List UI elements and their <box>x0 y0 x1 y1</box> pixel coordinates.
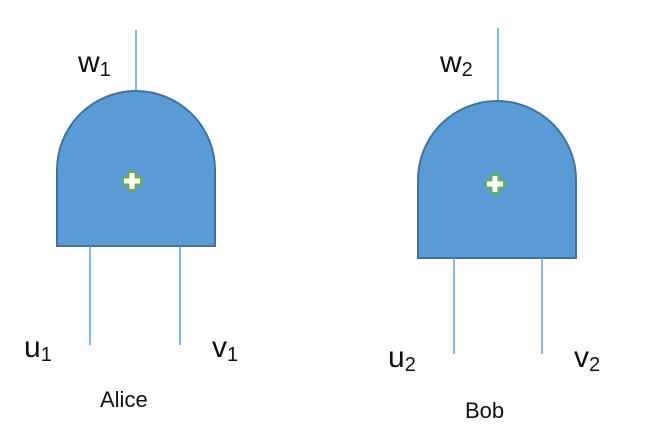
plus-icon <box>485 174 505 194</box>
input-index: 1 <box>227 344 238 366</box>
gate-alice: w1 u1 v1 Alice <box>24 30 238 412</box>
plus-icon <box>122 171 142 191</box>
input-label-v1: v1 <box>212 331 238 366</box>
output-label-w1: w1 <box>77 46 111 81</box>
output-letter: w <box>77 46 100 79</box>
output-letter: w <box>439 46 462 79</box>
input-letter: u <box>24 331 41 364</box>
input-label-v2: v2 <box>574 341 600 376</box>
input-index: 1 <box>41 344 52 366</box>
input-letter: v <box>574 341 589 374</box>
output-label-w2: w2 <box>439 46 473 81</box>
input-index: 2 <box>405 354 416 376</box>
input-label-u2: u2 <box>388 341 416 376</box>
output-index: 2 <box>462 59 473 81</box>
gate-body-alice <box>56 90 216 247</box>
output-index: 1 <box>100 59 111 81</box>
owner-label-alice: Alice <box>100 387 148 412</box>
gate-bob: w2 u2 v2 Bob <box>388 28 600 423</box>
owner-label-bob: Bob <box>465 398 504 423</box>
input-letter: u <box>388 341 405 374</box>
input-letter: v <box>212 331 227 364</box>
input-label-u1: u1 <box>24 331 52 366</box>
input-index: 2 <box>589 354 600 376</box>
